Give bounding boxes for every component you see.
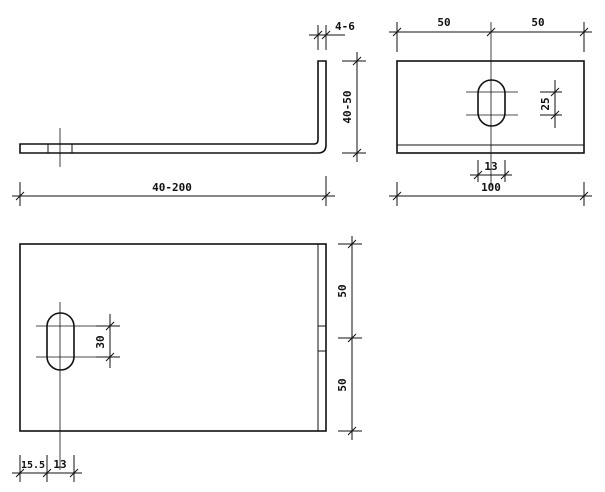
- dimension-end-slot-width: 13: [470, 160, 512, 182]
- dimension-plan-slot-length: 30: [94, 314, 120, 368]
- dim-label-plan-slot-width: 13: [53, 458, 66, 471]
- dim-label-plan-edge-offset: 15.5: [21, 460, 45, 471]
- dim-label-height: 40-50: [341, 90, 354, 123]
- dimension-height: 40-50: [341, 52, 366, 162]
- side-view: 4-6 40-50 40-200: [12, 20, 366, 206]
- dim-label-plan-slot-length: 30: [94, 335, 107, 348]
- end-slot: [477, 79, 506, 127]
- dim-label-end-total-width: 100: [481, 181, 501, 194]
- dim-label-end-slot-width: 13: [484, 160, 497, 173]
- end-plate-outline: [396, 60, 585, 154]
- dim-label-end-half-right: 50: [531, 16, 544, 29]
- dimension-thickness: 4-6: [309, 20, 355, 50]
- dimension-end-slot-height: 25: [539, 80, 562, 128]
- dimension-end-halves: 50 50: [389, 16, 592, 52]
- plan-slot: [46, 312, 75, 371]
- plan-view: 50 50 30 15.5 13: [12, 236, 362, 482]
- dimension-length: 40-200: [12, 176, 335, 206]
- plan-plate-outline: [19, 243, 327, 432]
- bracket-profile-outer: [19, 60, 327, 154]
- dim-label-end-half-left: 50: [437, 16, 450, 29]
- dim-label-length: 40-200: [152, 181, 192, 194]
- dim-label-plan-lower-half: 50: [336, 378, 349, 391]
- dimension-end-total-width: 100: [389, 181, 592, 206]
- dimension-plan-halves: 50 50: [336, 236, 362, 440]
- dim-label-plan-upper-half: 50: [336, 284, 349, 297]
- end-view: 50 50 25 13 100: [389, 16, 592, 206]
- dim-label-thickness: 4-6: [335, 20, 355, 33]
- dimension-plan-offsets: 15.5 13: [12, 455, 82, 482]
- dim-label-end-slot-height: 25: [539, 97, 552, 110]
